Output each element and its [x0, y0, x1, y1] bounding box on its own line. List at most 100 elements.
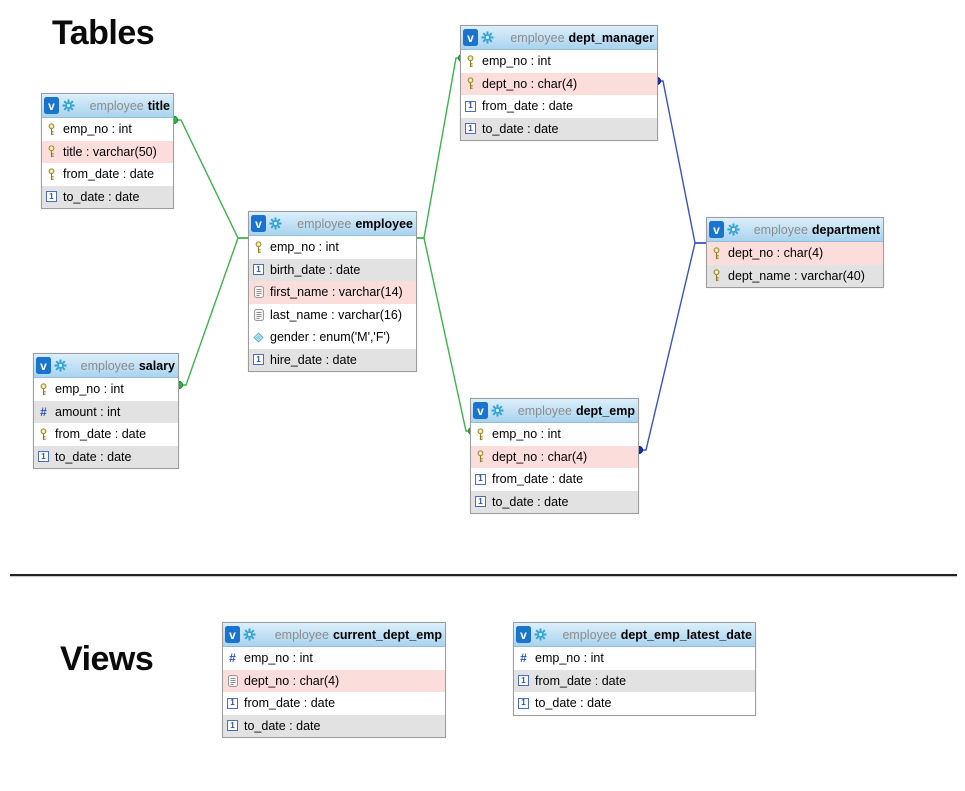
gear-icon [727, 223, 740, 236]
schema-name: employee [562, 627, 617, 642]
table-department[interactable]: v employee department dept_no : char(4) … [706, 217, 884, 288]
relation-deptmanager-employee[interactable] [415, 57, 462, 239]
table-row[interactable]: emp_no : int [34, 378, 178, 401]
column-label: gender : enum('M','F') [270, 330, 391, 345]
table-name: employee [355, 216, 413, 231]
column-label: dept_no : char(4) [728, 246, 824, 261]
table-row[interactable]: 1 birth_date : date [249, 258, 416, 281]
table-row[interactable]: from_date : date [34, 423, 178, 446]
relation-deptmanager-department[interactable] [657, 80, 706, 244]
schema-name: employee [297, 216, 352, 231]
schema-name: employee [274, 627, 329, 642]
key-icon [464, 77, 477, 90]
table-header[interactable]: v employee dept_emp [471, 399, 638, 423]
table-header[interactable]: v employee dept_emp_latest_date [514, 623, 755, 647]
gear-icon [54, 359, 67, 372]
table-row[interactable]: emp_no : int [249, 236, 416, 259]
view-badge-icon: v [516, 626, 531, 643]
key-icon [710, 269, 723, 282]
table-name: dept_emp_latest_date [620, 627, 752, 642]
tables-section-heading: Tables [52, 14, 155, 52]
table-row[interactable]: dept_name : varchar(40) [707, 264, 883, 287]
key-icon [45, 123, 58, 136]
relation-salary-employee[interactable] [179, 237, 248, 386]
table-header[interactable]: v employee title [42, 94, 173, 118]
table-header[interactable]: v employee salary [34, 354, 178, 378]
view-dept-emp-latest-date[interactable]: v employee dept_emp_latest_date #emp_no … [513, 622, 756, 716]
table-header[interactable]: v employee dept_manager [461, 26, 657, 50]
view-badge-icon: v [709, 221, 724, 238]
view-current-dept-emp[interactable]: v employee current_dept_emp #emp_no : in… [222, 622, 446, 738]
schema-name: employee [510, 30, 565, 45]
gear-icon [534, 628, 547, 641]
schema-name: employee [753, 222, 808, 237]
text-icon [252, 308, 265, 321]
key-icon [45, 168, 58, 181]
table-employee[interactable]: v employee employee emp_no : int 1 birth_… [248, 211, 417, 372]
table-row[interactable]: #emp_no : int [514, 647, 755, 670]
table-salary[interactable]: v employee salary emp_no : int #amount :… [33, 353, 179, 469]
date-icon: 1 [226, 720, 239, 732]
column-label: birth_date : date [270, 262, 361, 277]
gear-icon [481, 31, 494, 44]
view-badge-icon: v [36, 357, 51, 374]
table-header[interactable]: v employee current_dept_emp [223, 623, 445, 647]
table-row[interactable]: dept_no : char(4) [223, 669, 445, 692]
column-label: first_name : varchar(14) [270, 285, 403, 300]
relation-deptemp-employee[interactable] [415, 237, 472, 432]
view-badge-icon: v [225, 626, 240, 643]
relation-deptemp-department[interactable] [639, 242, 706, 451]
column-label: from_date : date [63, 167, 155, 182]
table-row[interactable]: from_date : date [42, 163, 173, 186]
date-icon: 1 [252, 264, 265, 276]
view-badge-icon: v [251, 215, 266, 232]
table-row[interactable]: last_name : varchar(16) [249, 303, 416, 326]
table-row[interactable]: emp_no : int [471, 423, 638, 446]
table-row[interactable]: dept_no : char(4) [707, 242, 883, 265]
relation-title-employee[interactable] [174, 119, 248, 239]
date-icon: 1 [517, 697, 530, 709]
table-name: dept_manager [568, 30, 654, 45]
table-header[interactable]: v employee department [707, 218, 883, 242]
text-icon [252, 286, 265, 299]
table-header[interactable]: v employee employee [249, 212, 416, 236]
table-row[interactable]: dept_no : char(4) [461, 72, 657, 95]
table-row[interactable]: emp_no : int [461, 50, 657, 73]
table-row[interactable]: emp_no : int [42, 118, 173, 141]
schema-name: employee [89, 98, 144, 113]
key-icon [37, 428, 50, 441]
table-dept-emp[interactable]: v employee dept_emp emp_no : int dept_no… [470, 398, 639, 514]
table-row[interactable]: gender : enum('M','F') [249, 326, 416, 349]
date-icon: 1 [226, 697, 239, 709]
column-label: dept_no : char(4) [492, 449, 588, 464]
table-row[interactable]: #amount : int [34, 400, 178, 423]
table-row[interactable]: dept_no : char(4) [471, 445, 638, 468]
column-label: hire_date : date [270, 352, 357, 367]
text-icon [226, 674, 239, 687]
table-row[interactable]: first_name : varchar(14) [249, 281, 416, 304]
number-icon: # [520, 651, 527, 666]
date-icon: 1 [464, 100, 477, 112]
table-row[interactable]: #emp_no : int [223, 647, 445, 670]
schema-name: employee [517, 403, 572, 418]
table-name: department [811, 222, 880, 237]
column-label: emp_no : int [270, 240, 339, 255]
column-label: to_date : date [63, 189, 140, 204]
column-label: from_date : date [535, 673, 627, 688]
gear-icon [491, 404, 504, 417]
table-dept-manager[interactable]: v employee dept_manager emp_no : int dep… [460, 25, 658, 141]
table-row[interactable]: title : varchar(50) [42, 140, 173, 163]
table-title[interactable]: v employee title emp_no : int title : va… [41, 93, 174, 209]
